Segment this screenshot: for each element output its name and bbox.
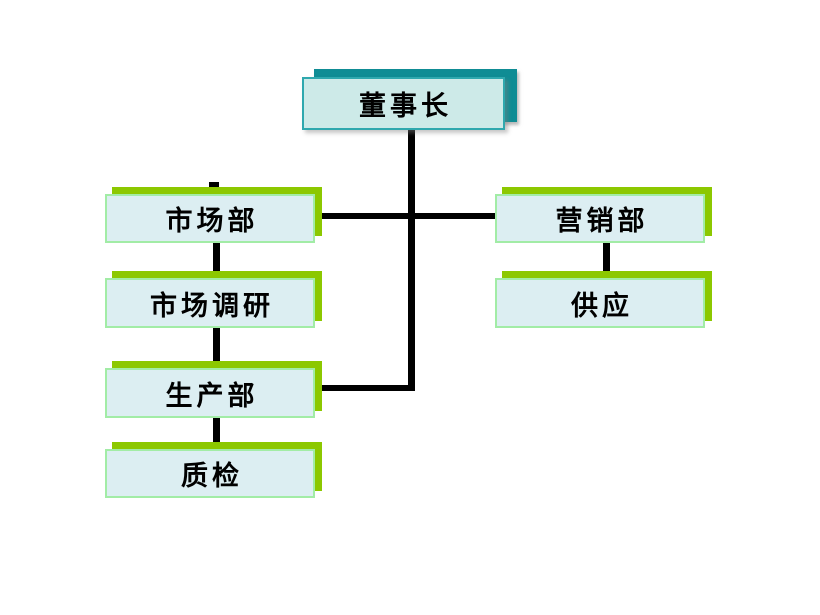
node-label-production: 生产部 xyxy=(165,380,259,412)
connector-sales-supply xyxy=(603,243,610,271)
node-marketing[interactable]: 市场部 xyxy=(105,187,322,243)
connector-production-quality xyxy=(213,418,220,442)
connector-trunk-production xyxy=(320,385,415,391)
node-label-sales: 营销部 xyxy=(555,206,649,237)
node-face: 供应 xyxy=(495,278,705,328)
connector-marketing-research xyxy=(213,243,220,271)
node-face: 生产部 xyxy=(105,368,315,418)
node-label-marketing: 市场部 xyxy=(165,206,259,237)
node-sales[interactable]: 营销部 xyxy=(495,187,712,243)
node-face: 市场部 xyxy=(105,194,315,243)
node-chairman[interactable]: 董事长 xyxy=(302,69,517,130)
connector-research-production xyxy=(213,328,220,361)
connector-stub-above-marketing xyxy=(209,182,219,187)
node-production[interactable]: 生产部 xyxy=(105,361,322,418)
node-label-quality: 质检 xyxy=(181,461,243,492)
node-supply[interactable]: 供应 xyxy=(495,271,712,328)
node-face: 质检 xyxy=(105,449,315,498)
node-market-research[interactable]: 市场调研 xyxy=(105,271,322,328)
connector-chairman-trunk xyxy=(408,130,415,391)
node-face: 营销部 xyxy=(495,194,705,243)
connector-marketing-sales xyxy=(319,213,495,219)
node-face: 市场调研 xyxy=(105,278,315,328)
node-label-market-research: 市场调研 xyxy=(150,290,274,322)
node-face: 董事长 xyxy=(302,77,505,130)
node-label-chairman: 董事长 xyxy=(359,91,452,122)
node-label-supply: 供应 xyxy=(571,290,633,322)
node-quality[interactable]: 质检 xyxy=(105,442,322,498)
